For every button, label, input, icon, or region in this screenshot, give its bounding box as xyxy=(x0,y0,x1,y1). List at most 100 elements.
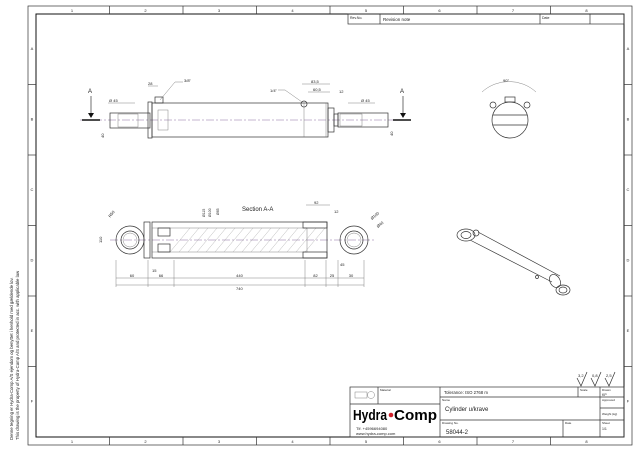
row-label: F xyxy=(627,399,630,404)
material-icon xyxy=(354,391,375,399)
name-label: Name xyxy=(442,398,450,402)
company-logo: Hydra Comp xyxy=(353,407,437,424)
dim-dia100: Ø100 xyxy=(208,208,212,217)
dim-dia45-left: Ø 45 xyxy=(109,98,118,103)
dim-bottom: 66 xyxy=(159,273,164,278)
company-phone: Tlf. +4596694080 xyxy=(356,426,388,431)
dim-28: 28 xyxy=(148,81,153,86)
row-label: D xyxy=(627,258,630,263)
column-label: 5 xyxy=(365,439,368,444)
dim-bottom: 25 xyxy=(330,273,335,278)
column-label: 3 xyxy=(218,439,221,444)
column-label: 5 xyxy=(365,8,368,13)
row-label: A xyxy=(627,46,630,51)
row-label: D xyxy=(31,258,34,263)
roughness-value: 0,8 xyxy=(592,373,598,378)
section-title: Section A-A xyxy=(242,207,273,213)
column-label: 2 xyxy=(144,439,147,444)
title-block: Material Tolerance: ISO 2768 m Scale Dra… xyxy=(349,386,625,438)
column-label: 7 xyxy=(512,8,515,13)
logo-dot xyxy=(388,412,394,418)
isometric-view xyxy=(456,228,571,296)
row-label: C xyxy=(31,187,34,192)
dim-dia65: Ø65 xyxy=(216,208,220,215)
dim-h40-right: 40 xyxy=(389,131,394,136)
row-labels: A A B B C C D D E E F F xyxy=(28,46,632,404)
section-marker-left: A xyxy=(88,89,92,95)
drawing-no: 58044-2 xyxy=(446,430,469,436)
dim-total-740: 740 xyxy=(236,286,243,291)
row-label: B xyxy=(31,117,34,122)
row-label: A xyxy=(31,46,34,51)
company-website: www.hydra-comp.com xyxy=(356,431,396,436)
dim-angle: 90° xyxy=(503,78,509,83)
row-label: B xyxy=(627,117,630,122)
dim-h110: 110 xyxy=(98,236,103,243)
front-view: A A 28 3/8" 1/4" 83,5 60,5 12 Ø 45 Ø 45 … xyxy=(80,78,411,139)
tolerance: Tolerance: ISO 2768 m xyxy=(444,390,488,395)
logo-comp: Comp xyxy=(394,407,437,424)
row-label: F xyxy=(31,399,34,404)
end-view: 90° xyxy=(481,78,537,139)
dim-port-right: 1/4" xyxy=(270,88,278,93)
dim-bottom: 60 xyxy=(130,273,135,278)
section-marker-right: A xyxy=(400,89,404,95)
drawn-label: Drawn xyxy=(602,388,611,392)
column-label: 1 xyxy=(71,8,74,13)
dim-45: 45 xyxy=(340,262,345,267)
revision-note-label: Revision note xyxy=(383,17,411,22)
dim-dia40: Ø40 xyxy=(375,220,385,229)
row-label: C xyxy=(627,187,630,192)
dim-12: 12 xyxy=(339,89,344,94)
column-label: 4 xyxy=(291,8,294,13)
dim-15: 15 xyxy=(152,268,157,273)
sheet-value: 1/1 xyxy=(602,427,607,431)
section-view: Section A-A R50 110 Ø115 Ø100 Ø65 92 12 … xyxy=(98,200,385,291)
logo-hydra: Hydra xyxy=(353,407,388,424)
drawing-name: Cylinder u/krave xyxy=(445,407,489,413)
column-label: 6 xyxy=(438,439,441,444)
dim-dia45-right: Ø 45 xyxy=(361,98,370,103)
side-note: Denne tegning er Hydra-Comp A/S ejendom … xyxy=(9,270,20,440)
side-note-danish: Denne tegning er Hydra-Comp A/S ejendom … xyxy=(9,277,14,440)
dim-83-5: 83,5 xyxy=(311,79,320,84)
column-label: 2 xyxy=(144,8,147,13)
dim-92: 92 xyxy=(314,200,319,205)
column-label: 6 xyxy=(438,8,441,13)
dim-bottom: 82 xyxy=(313,273,318,278)
drawn-value: KP xyxy=(602,393,607,397)
column-label: 8 xyxy=(585,439,588,444)
dim-port-left: 3/8" xyxy=(184,78,192,83)
rev-no-label: Rev.No. xyxy=(350,16,362,20)
column-label: 8 xyxy=(585,8,588,13)
dim-12-section: 12 xyxy=(334,209,339,214)
material-label: Material xyxy=(380,388,391,392)
row-label: E xyxy=(31,328,34,333)
roughness-value: 3,2 xyxy=(578,373,584,378)
dim-bottom: 440 xyxy=(236,273,243,278)
revision-block: Rev.No. Revision note Date xyxy=(347,13,625,25)
column-label: 1 xyxy=(71,439,74,444)
dim-bottom: 30 xyxy=(349,273,354,278)
dim-r50: R50 xyxy=(107,209,116,218)
roughness-value: 2,5 xyxy=(606,373,612,378)
inner-frame xyxy=(35,13,625,438)
sheet-label: Sheet xyxy=(602,421,610,425)
date-label: Date xyxy=(565,421,572,425)
dim-h40-left: 40 xyxy=(100,133,105,138)
revision-date-label: Date xyxy=(542,16,549,20)
outer-frame xyxy=(27,5,633,446)
dim-dia100-right: Ø100 xyxy=(369,210,380,221)
dim-60-5: 60,5 xyxy=(313,87,322,92)
weight-label: Weight (kg) xyxy=(602,412,617,416)
dim-dia115: Ø115 xyxy=(202,209,206,217)
column-label: 4 xyxy=(291,439,294,444)
scale-label: Scale xyxy=(580,388,588,392)
side-note-english: This drawing is the property of Hydra-Co… xyxy=(15,270,20,440)
row-label: E xyxy=(627,328,630,333)
approved-label: Approved xyxy=(602,398,615,402)
drawing-no-label: Drawing No. xyxy=(442,421,459,425)
column-label: 7 xyxy=(512,439,515,444)
